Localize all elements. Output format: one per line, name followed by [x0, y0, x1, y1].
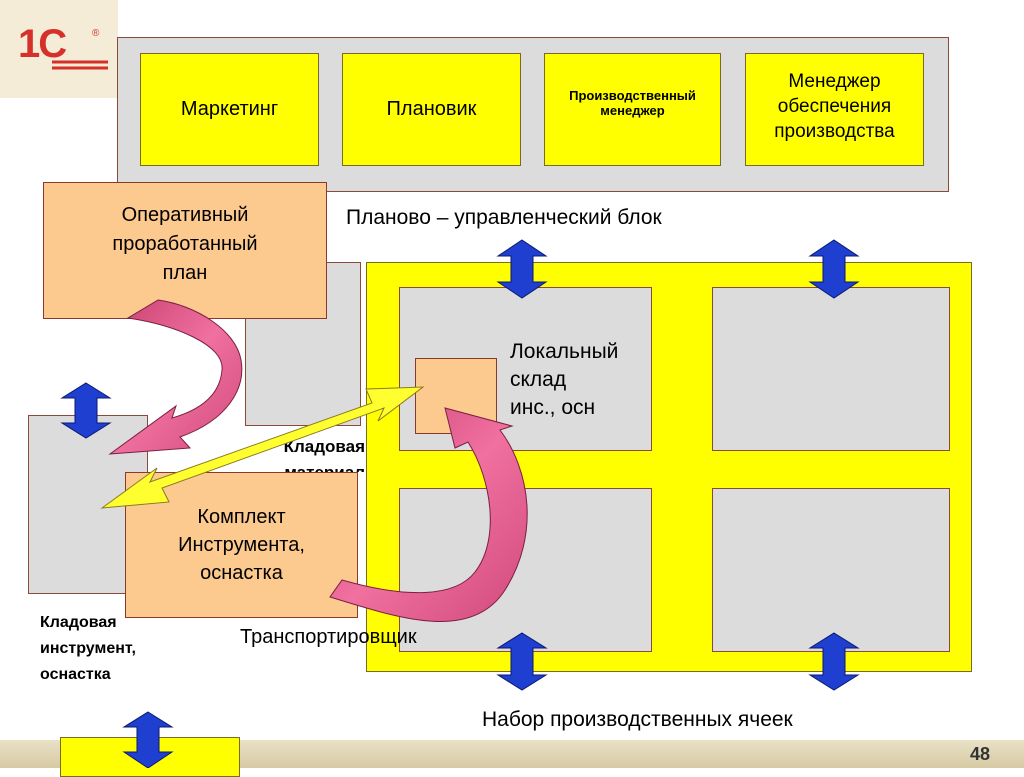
role-supply-manager-label: Менеджер обеспечения производства	[774, 71, 895, 142]
curved-arrow-plan-to-warehouse	[108, 299, 243, 455]
bottom-yellow-box	[60, 737, 240, 777]
page-number: 48	[970, 744, 991, 764]
blue-double-arrow-icon	[60, 382, 112, 439]
tool-kit-label: Комплект Инструмента, оснастка	[178, 506, 305, 584]
operational-plan-box: Оперативный проработанный план	[43, 182, 327, 319]
management-block-caption: Планово – управленческий блок	[346, 206, 662, 229]
production-cells-caption: Набор производственных ячеек	[482, 708, 793, 731]
logo-registered-mark: ®	[92, 28, 100, 39]
logo-swoosh-icon	[52, 60, 108, 70]
blue-double-arrow-icon	[808, 239, 860, 299]
role-planner-label: Плановик	[386, 98, 477, 120]
blue-double-arrow-icon	[496, 239, 548, 299]
logo-1c: 1С	[18, 22, 67, 66]
role-marketing-label: Маркетинг	[180, 98, 279, 120]
blue-double-arrow-icon	[808, 632, 860, 691]
double-arrow-kit-local-store	[100, 386, 425, 509]
role-planner: Плановик	[342, 53, 521, 166]
transporter-label: Транспортировщик	[240, 626, 417, 648]
blue-double-arrow-icon	[496, 632, 548, 691]
curved-arrow-transporter-to-local-store	[329, 407, 528, 622]
warehouse-material-label: Кладовая материал	[283, 437, 365, 472]
logo-area: 1С ®	[0, 0, 118, 98]
warehouse-tools-label: Кладовая инструмент, оснастка	[40, 614, 136, 683]
role-marketing: Маркетинг	[140, 53, 319, 166]
production-cell-2	[712, 287, 950, 451]
role-production-manager-label: Производственный менеджер	[569, 87, 696, 118]
role-supply-manager: Менеджер обеспечения производства	[745, 53, 924, 166]
role-production-manager: Производственный менеджер	[544, 53, 721, 166]
local-store-label: Локальный склад инс., осн	[510, 340, 619, 419]
operational-plan-label: Оперативный проработанный план	[112, 204, 258, 284]
